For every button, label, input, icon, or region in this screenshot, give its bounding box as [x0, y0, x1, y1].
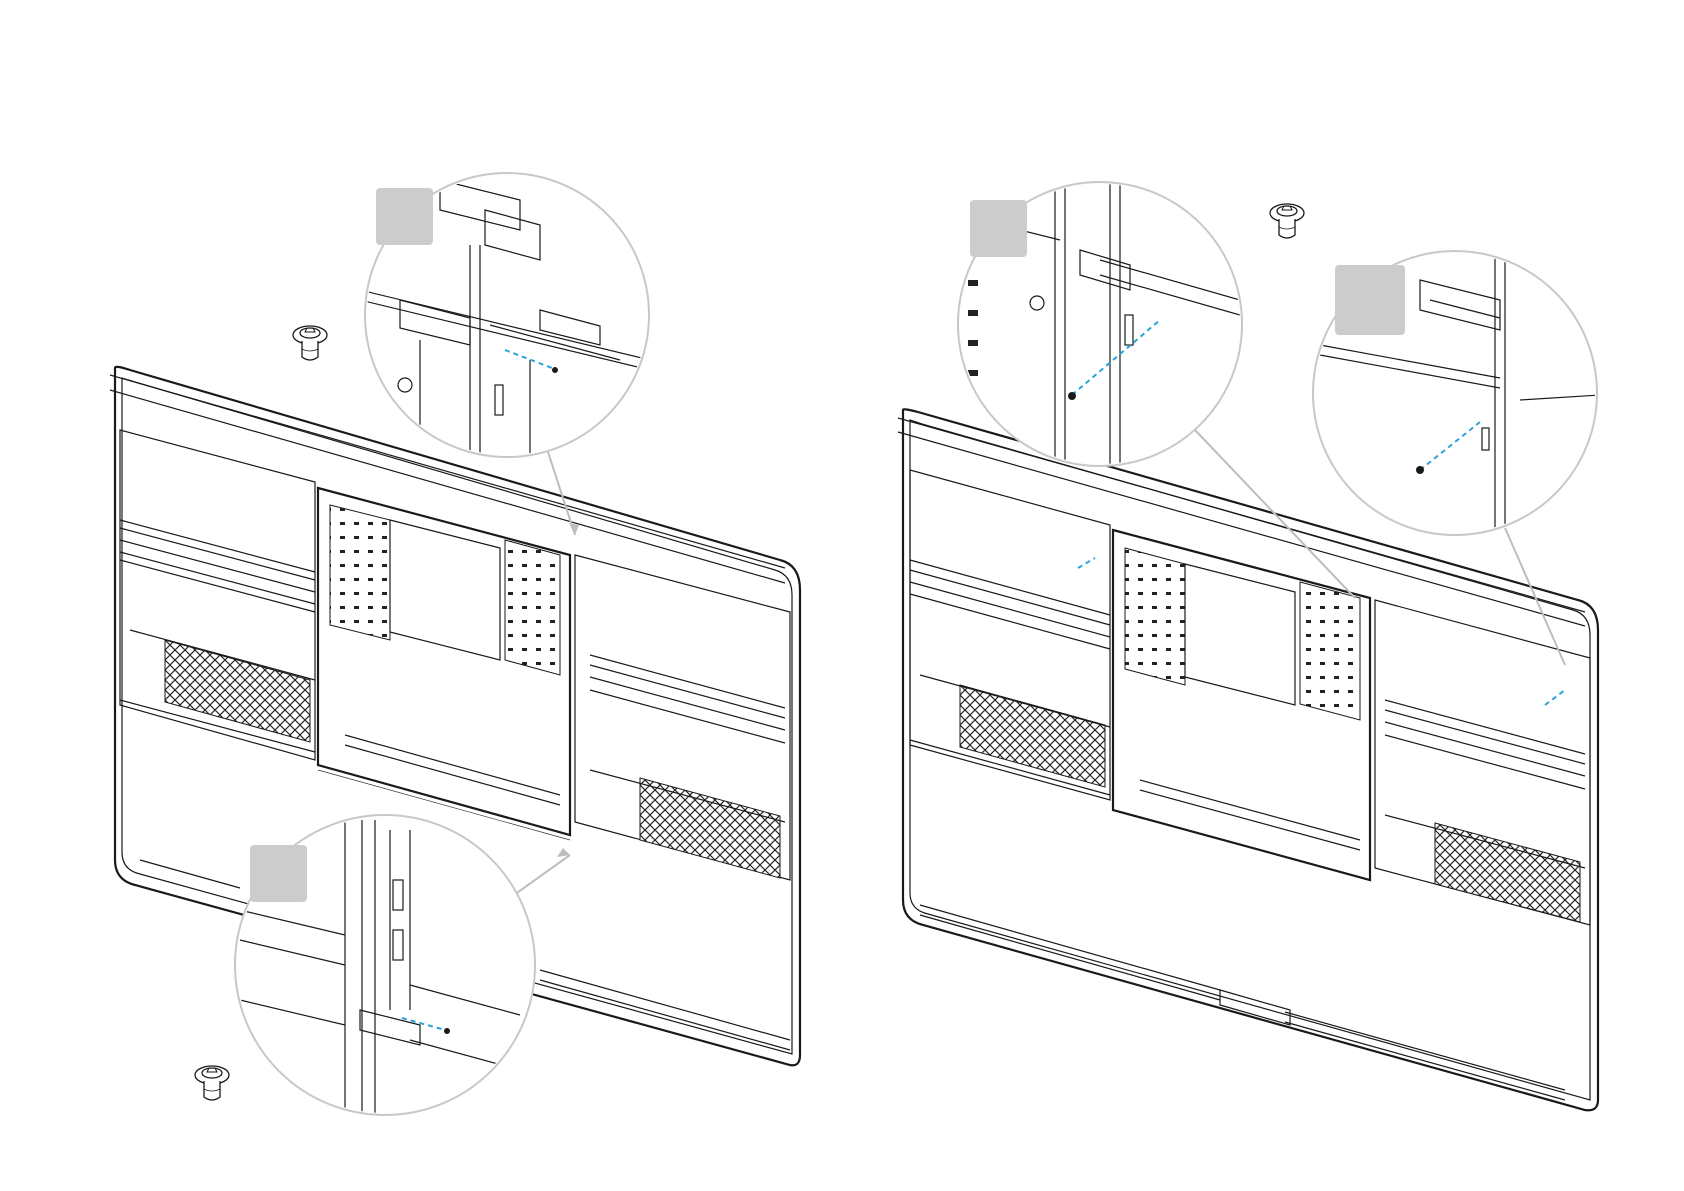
screw-icon: [293, 326, 327, 360]
right-module-vent-mesh: [640, 778, 780, 878]
right-top-detail-callout: [958, 180, 1242, 470]
center-module: [318, 488, 570, 840]
screw-icon: [195, 1066, 229, 1100]
step-badge: [1335, 265, 1405, 335]
left-module: [120, 430, 315, 760]
step-badge: [250, 845, 307, 902]
bottom-detail-callout: [235, 815, 535, 1120]
callout-leader-line: [1505, 528, 1565, 665]
step-badge: [376, 188, 433, 245]
right-assembly: [898, 180, 1600, 1110]
left-module-vent-mesh: [165, 640, 310, 742]
step-badge: [970, 200, 1027, 257]
right-module: [575, 555, 790, 880]
screw-icon: [1270, 204, 1304, 238]
right-side-detail-callout: [1313, 250, 1600, 540]
center-module: [1113, 530, 1370, 880]
left-module: [910, 470, 1110, 800]
top-detail-callout: [360, 173, 650, 460]
left-assembly: [110, 173, 800, 1120]
